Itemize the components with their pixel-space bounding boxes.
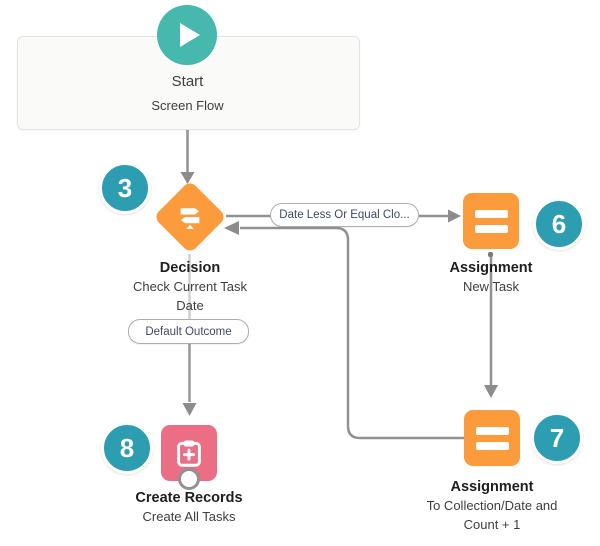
step-badge-decision: 3 <box>99 162 151 214</box>
decision-title: Decision <box>159 260 221 276</box>
play-icon[interactable] <box>157 5 217 65</box>
connector-stub-dot <box>488 252 493 257</box>
connector-label-date-less-or-equal[interactable]: Date Less Or Equal Clo... <box>270 203 419 227</box>
assignment-new-task-label: Assignment New Task <box>411 259 571 296</box>
connector-port-icon[interactable] <box>178 468 200 490</box>
create-records-label: Create Records Create All Tasks <box>109 489 269 526</box>
assignment-new-task-title: Assignment <box>449 260 533 276</box>
equals-icon <box>474 224 508 233</box>
step-badge-create-records: 8 <box>101 422 153 474</box>
start-title: Start <box>171 73 204 90</box>
arrowhead-assignment7-to-decision <box>224 221 239 235</box>
assignment-new-task-subtitle: New Task <box>462 279 520 294</box>
arrowhead-decision-to-assignment6 <box>448 209 461 223</box>
decision-subtitle: Check Current Task Date <box>133 279 247 313</box>
step-badge-assignment-to-collection: 7 <box>531 412 583 464</box>
connector-label-default-outcome[interactable]: Default Outcome <box>128 319 249 344</box>
node-assignment-new-task[interactable] <box>463 193 519 249</box>
node-decision[interactable] <box>153 180 227 254</box>
assignment-to-collection-label: Assignment To Collection/Date and Count … <box>426 478 558 534</box>
arrowhead-start-to-decision <box>180 172 195 184</box>
start-subtitle: Screen Flow <box>151 98 224 113</box>
equals-icon <box>475 441 509 450</box>
assignment-to-collection-title: Assignment <box>450 479 534 495</box>
connector-assignment7-to-decision <box>240 226 465 440</box>
arrowhead-assignment6-to-assignment7 <box>484 385 498 398</box>
equals-icon <box>474 209 508 218</box>
step-badge-assignment-new-task: 6 <box>533 198 585 250</box>
node-assignment-to-collection[interactable] <box>464 410 520 466</box>
signpost-icon <box>180 208 200 229</box>
assignment-to-collection-subtitle: To Collection/Date and Count + 1 <box>426 498 558 532</box>
arrowhead-decision-to-create <box>182 403 197 416</box>
create-records-title: Create Records <box>135 490 243 506</box>
equals-icon <box>475 426 509 435</box>
decision-label: Decision Check Current Task Date <box>125 259 255 315</box>
clipboard-plus-icon <box>177 440 201 467</box>
create-records-subtitle: Create All Tasks <box>142 509 236 524</box>
play-triangle-glyph <box>180 23 200 47</box>
